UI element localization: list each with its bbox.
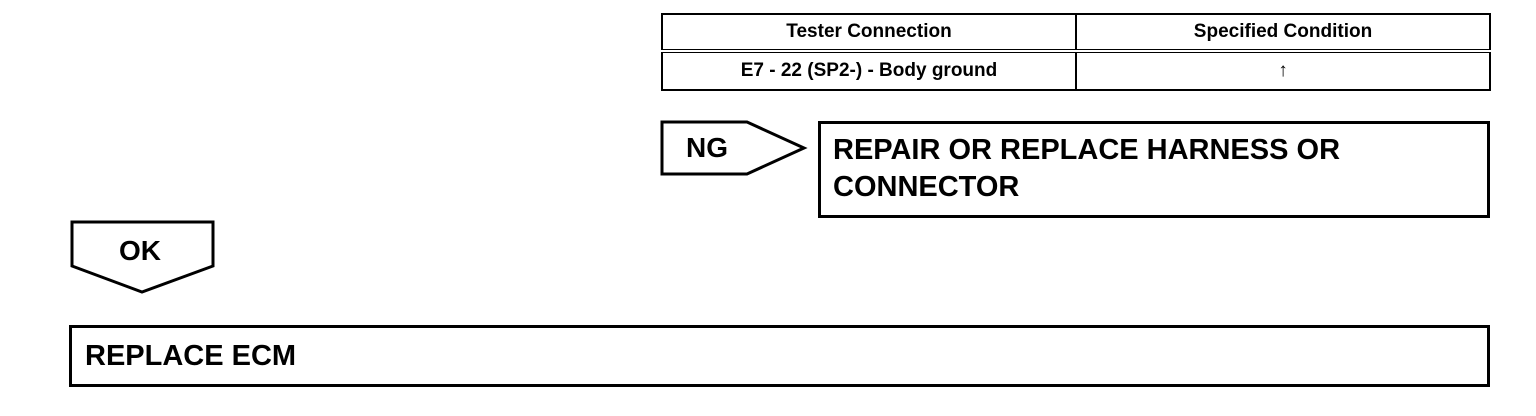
ok-action-box: REPLACE ECM <box>69 325 1490 387</box>
ng-label: NG <box>686 132 728 163</box>
header-specified-condition: Specified Condition <box>1075 13 1491 53</box>
ok-label: OK <box>119 235 161 266</box>
spec-table: Tester Connection Specified Condition E7… <box>661 13 1491 91</box>
ng-arrow-flag <box>660 120 808 176</box>
ng-action-text: REPAIR OR REPLACE HARNESS OR CONNECTOR <box>833 134 1341 203</box>
cell-specified-condition: ↑ <box>1075 50 1491 91</box>
cell-tester-connection: E7 - 22 (SP2-) - Body ground <box>661 50 1077 91</box>
table-header-row: Tester Connection Specified Condition <box>661 13 1491 53</box>
ok-action-text: REPLACE ECM <box>85 340 297 372</box>
ok-arrow-flag <box>70 220 215 294</box>
table-row: E7 - 22 (SP2-) - Body ground ↑ <box>661 50 1491 91</box>
header-tester-connection: Tester Connection <box>661 13 1077 53</box>
ng-action-box: REPAIR OR REPLACE HARNESS OR CONNECTOR <box>818 121 1490 218</box>
